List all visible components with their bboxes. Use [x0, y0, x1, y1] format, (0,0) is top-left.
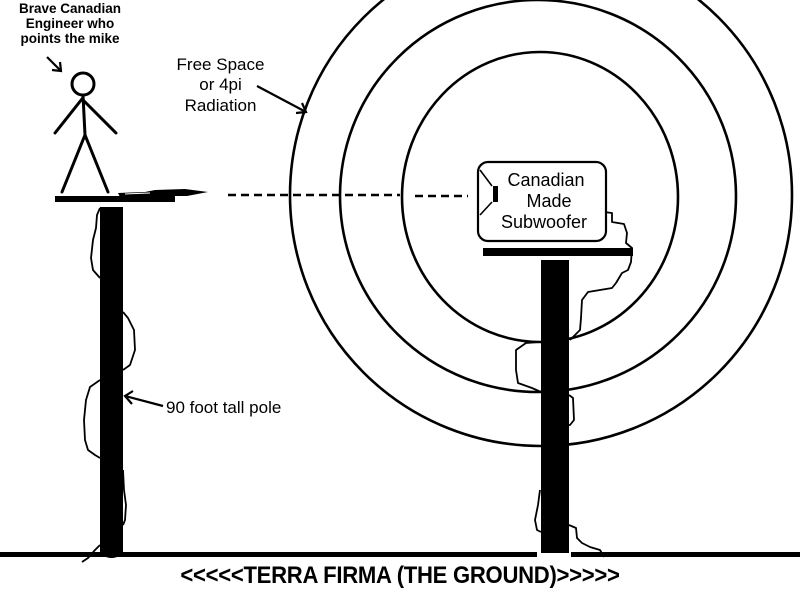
microphone — [118, 189, 208, 200]
pole-arrow — [123, 390, 164, 408]
vines — [81, 207, 633, 563]
engineer-label-line-3: points the mike — [20, 31, 120, 47]
right-pole-ground-gap — [537, 552, 571, 557]
left-pole — [55, 196, 175, 558]
right-pole — [483, 248, 633, 557]
engineer-figure — [53, 71, 118, 194]
left-platform — [55, 196, 175, 202]
engineer-label: Brave Canadian Engineer who points the m… — [0, 1, 140, 46]
radiation-label: Free Space or 4pi Radiation — [158, 55, 283, 116]
radiation-arrow — [256, 85, 308, 115]
right-pole-foot — [541, 552, 569, 553]
radiation-label-line-1: Free Space — [176, 55, 265, 74]
subwoofer-label: Canadian Made Subwoofer — [478, 170, 606, 233]
right-vine — [515, 211, 633, 558]
subwoofer — [476, 160, 608, 243]
engineer-head — [70, 71, 96, 97]
radiation-label-line-3: Radiation — [184, 95, 257, 115]
signal-line — [228, 193, 468, 198]
engineer-label-line-1: Brave Canadian — [18, 1, 122, 16]
right-pole-body — [541, 260, 569, 553]
annotation-arrows — [46, 56, 308, 408]
left-pole-base — [100, 542, 123, 558]
engineer-arms — [53, 96, 118, 135]
subwoofer-box — [476, 160, 608, 243]
engineer-arrow — [46, 56, 63, 73]
right-platform — [483, 248, 633, 256]
subwoofer-label-line-3: Subwoofer — [500, 211, 588, 232]
ground-line — [0, 552, 800, 557]
engineer-label-line-2: Engineer who — [25, 16, 115, 32]
ground — [0, 552, 800, 557]
left-pole-body — [100, 207, 123, 552]
subwoofer-label-line-1: Canadian — [507, 170, 585, 190]
subwoofer-label-line-2: Made — [526, 190, 572, 211]
subwoofer-cone — [479, 169, 493, 216]
ground-label: <<<<<TERRA FIRMA (THE GROUND)>>>>> — [180, 562, 620, 589]
radiation-label-line-2: or 4pi — [199, 75, 242, 95]
pole-label: 90 foot tall pole — [166, 398, 282, 417]
engineer-legs — [60, 130, 110, 194]
subwoofer-driver — [493, 186, 498, 202]
left-vine — [81, 207, 136, 563]
microphone-highlight — [124, 192, 151, 195]
microphone-body — [118, 189, 208, 200]
